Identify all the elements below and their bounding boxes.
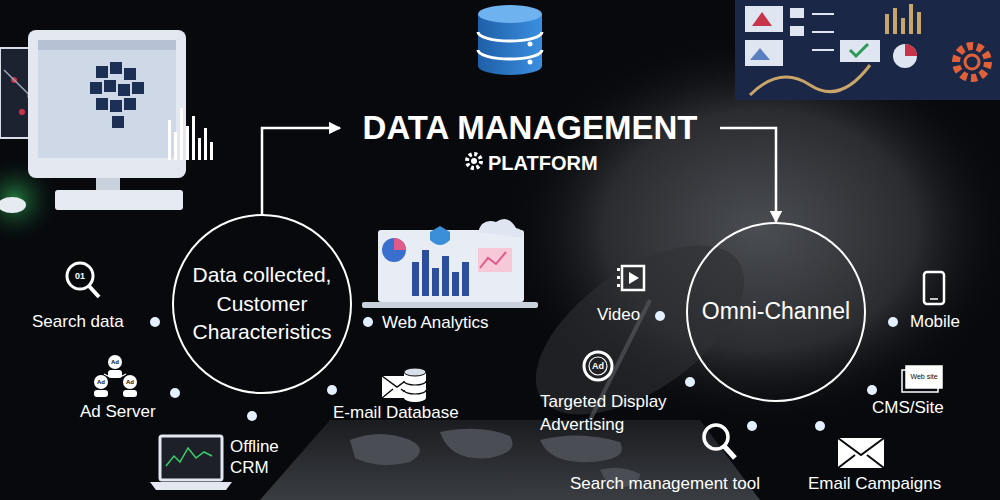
channel-label: Mobile [910,311,960,333]
flow-arrow [262,128,340,214]
icon-text: Web site [906,372,942,381]
icon-text: Ad [588,360,608,372]
source-circle: Data collected, Customer Characteristics [172,214,352,394]
circle-text-wrap: Data collected, Customer Characteristics [187,261,337,348]
channel-label: Video [597,304,640,326]
source-label: E-mail Database [333,402,459,424]
source-label: Ad Server [80,401,156,423]
circle-text-wrap: Omni-Channel [702,296,850,328]
channel-label: Email Campaigns [808,473,941,495]
icon-text: Ad [107,358,123,366]
node-title: Data collected, Customer Characteristics [187,261,337,348]
flow-arrow [720,128,776,222]
source-label: Web Analytics [382,312,488,334]
icon-text: 01 [70,271,90,282]
channel-label: Targeted Display Advertising [540,390,700,436]
icon-text: Ad [122,378,138,386]
channel-label: CMS/Site [872,397,944,419]
source-label: Search data [32,311,124,333]
channel-circle: Omni-Channel [686,222,866,402]
node-title: Omni-Channel [702,296,850,328]
node-subtitle: PLATFORM [488,150,720,176]
icon-text: Ad [93,378,109,386]
platform-heading: DATA MANAGEMENTPLATFORM [340,106,720,178]
node-title: DATA MANAGEMENT [340,106,720,150]
channel-label: Search management tool [570,473,760,495]
source-label: Offline CRM [230,436,294,478]
